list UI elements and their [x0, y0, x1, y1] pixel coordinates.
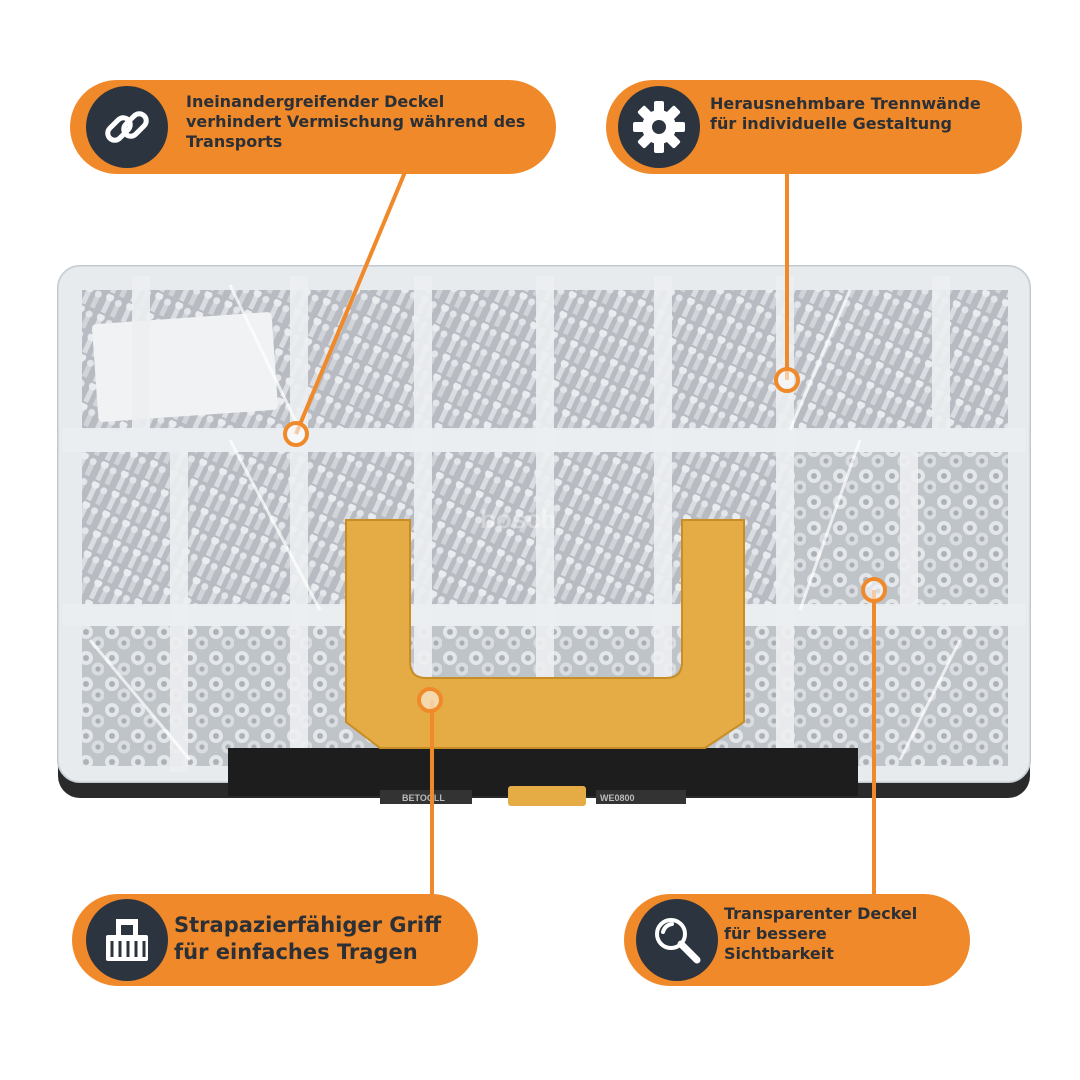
connector-line: [294, 171, 407, 435]
callout-text-line: Transparenter Deckel: [724, 904, 918, 923]
callout-text-line: Strapazierfähiger Griff: [174, 913, 442, 937]
callout-sturdy-handle: Strapazierfähiger Griff für einfaches Tr…: [72, 894, 478, 986]
callout-text-line: Sichtbarkeit: [724, 944, 834, 963]
gear-icon: [633, 101, 685, 153]
lid-logo: bosch: [480, 504, 557, 534]
brand-mark: BETOOLL: [402, 793, 445, 803]
magnifier-icon: [655, 918, 701, 964]
callout-lid-interlock: Ineinandergreifender Deckel verhindert V…: [70, 80, 556, 174]
callout-text-line: Ineinandergreifender Deckel: [186, 92, 445, 111]
callout-text-line: verhindert Vermischung während des: [186, 112, 526, 131]
callout-text-line: für bessere: [724, 924, 827, 943]
connector-dot: [283, 421, 309, 447]
link-icon: [105, 111, 149, 143]
callout-text-line: für einfaches Tragen: [174, 940, 418, 965]
model-mark: WE0800: [600, 793, 635, 803]
connector-dot: [417, 687, 443, 713]
callout-transparent-lid: Transparenter Deckel für bessere Sichtba…: [624, 894, 970, 986]
carry-handle: [345, 519, 745, 806]
callout-removable-dividers: Herausnehmbare Trennwände für individuel…: [606, 80, 1022, 174]
callout-text-line: Transports: [186, 132, 283, 151]
connector-dot: [861, 577, 887, 603]
callout-text-line: für individuelle Gestaltung: [710, 114, 952, 133]
connector-dot: [774, 367, 800, 393]
handle-icon: [106, 919, 148, 961]
callout-text-line: Herausnehmbare Trennwände: [710, 94, 981, 113]
